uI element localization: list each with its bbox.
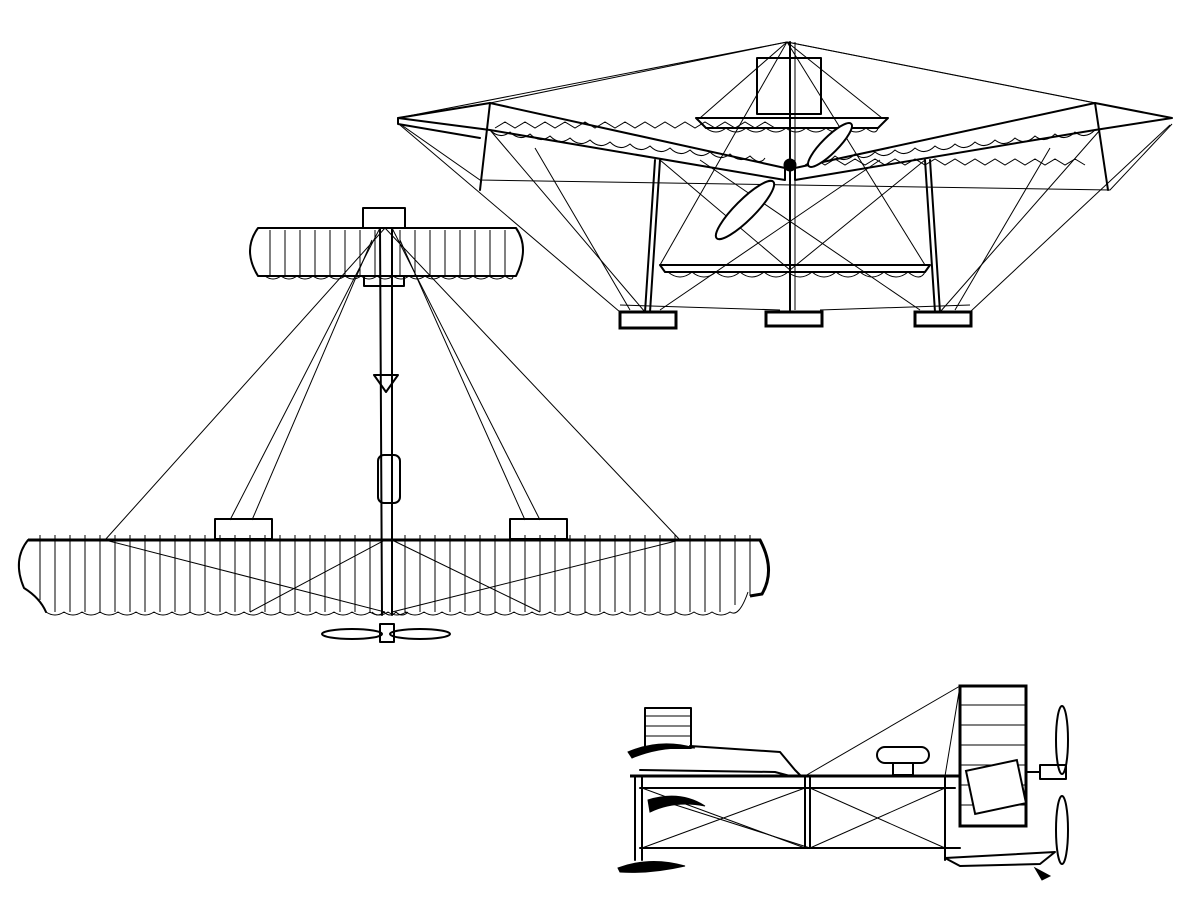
front-view-main-wing	[397, 102, 1173, 191]
front-view-propeller	[714, 122, 853, 241]
top-view-main-wing	[17, 518, 770, 616]
side-view	[617, 684, 1069, 881]
front-view	[397, 41, 1173, 330]
side-view-propeller	[1025, 705, 1069, 865]
front-view-lower-plane	[659, 264, 931, 278]
front-view-struts	[644, 159, 941, 313]
front-view-floats	[618, 310, 973, 330]
top-view-elevator	[249, 207, 524, 287]
top-view-bracing-wires	[104, 227, 681, 613]
side-view-tank	[876, 746, 930, 764]
top-view	[17, 207, 770, 643]
side-view-elevator	[644, 707, 692, 749]
side-view-floats	[617, 851, 1056, 881]
side-view-fuselage	[630, 774, 961, 861]
front-view-elevator	[695, 117, 889, 133]
side-view-rudder	[804, 684, 1028, 828]
top-view-propeller	[321, 611, 451, 643]
top-view-fuselage	[373, 227, 401, 616]
